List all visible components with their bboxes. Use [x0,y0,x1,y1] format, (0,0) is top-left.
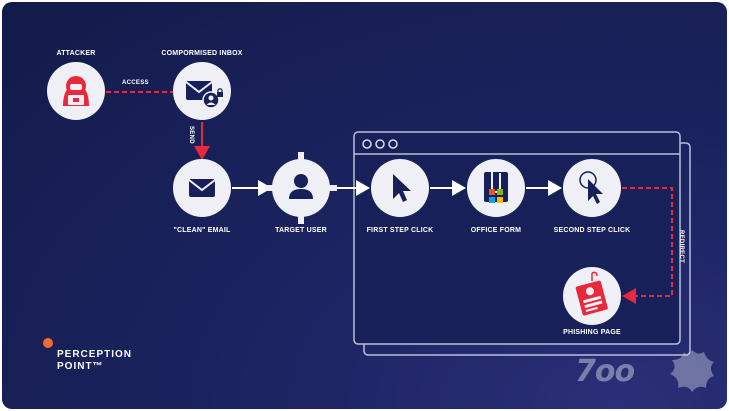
attacker-node [47,62,105,120]
target-crosshair-icon [265,152,337,224]
compromised-inbox-label: COMPORMISED INBOX [161,50,243,57]
office-form-label: OFFICE FORM [470,227,522,234]
phishing-page-icon [575,271,608,316]
clean-email-label: "CLEAN" EMAIL [173,227,231,234]
hacker-icon [63,76,89,106]
mail-lock-icon [185,81,223,109]
clean-email-node [173,159,231,217]
office-form-icon [484,171,508,203]
ink-splat-icon [670,350,714,392]
logo-line-1: PERCEPTION [57,349,133,360]
edge-redirect [622,187,673,304]
phishing-page-label: PHISHING PAGE [563,329,621,336]
compromised-inbox-node [173,62,231,120]
phishing-page-node [563,267,621,325]
window-dot-1 [362,139,372,149]
attacker-label: ATTACKER [56,50,96,57]
envelope-icon [188,179,216,197]
target-user-label: TARGET USER [275,227,327,234]
user-icon [289,174,313,199]
logo-line-2: POINT™ [57,361,104,372]
click-cursor-icon [579,171,603,204]
second-step-click-label: SECOND STEP CLICK [553,227,631,234]
edge-redirect-label: REDIRECT [678,230,684,264]
logo-dot-icon [43,338,53,348]
window-dot-3 [388,139,398,149]
first-step-click-node [371,159,429,217]
first-step-click-label: FIRST STEP CLICK [366,227,434,234]
second-step-click-node [563,159,621,217]
office-form-node [467,159,525,217]
edge-access-label: ACCESS [122,80,149,86]
cursor-icon [393,174,411,202]
edge-send-label: SEND [188,126,194,144]
watermark: 7oo [575,354,635,389]
target-user-node [272,159,330,217]
window-dot-2 [375,139,385,149]
